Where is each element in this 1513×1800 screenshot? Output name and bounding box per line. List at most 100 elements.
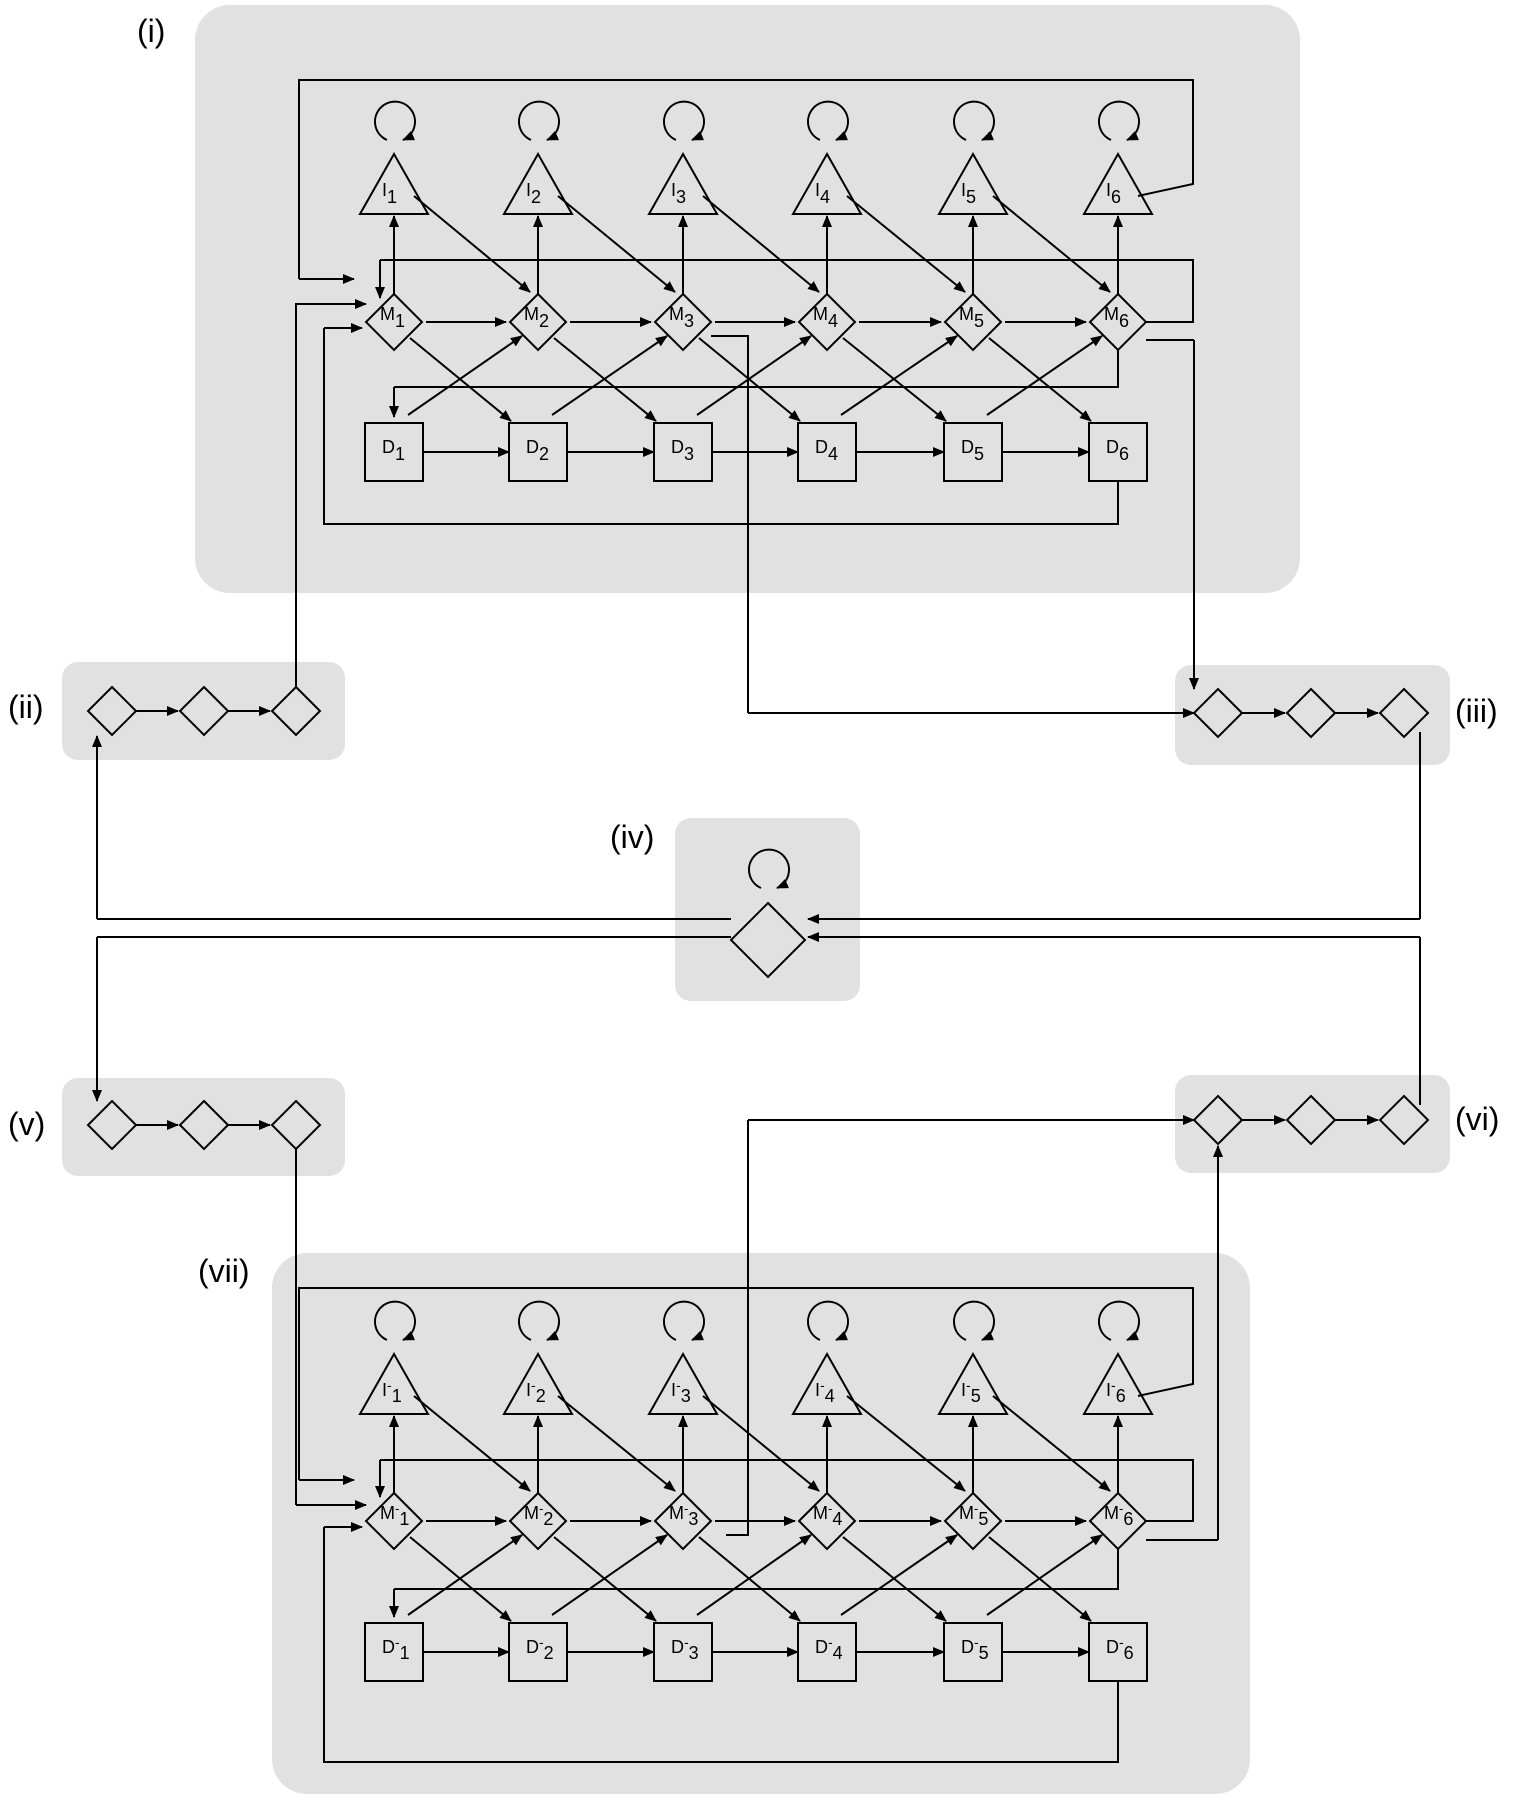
panel-label-iii: (iii) (1455, 693, 1498, 729)
bottom-edge-d-to-m-1 (407, 1534, 523, 1616)
bottom-delete-state-6 (1088, 1622, 1148, 1682)
top-edge-d-to-m-4 (840, 335, 958, 416)
panel-label-v: (v) (8, 1106, 45, 1142)
bottom-insert-self-loop-6 (1098, 1300, 1140, 1341)
bottom-delete-state-2 (508, 1622, 568, 1682)
top-delete-state-4 (797, 422, 857, 482)
top-insert-self-loop-6 (1098, 100, 1140, 141)
top-edge-m6-to-m1-line (380, 259, 1194, 323)
bottom-delete-state-3 (653, 1622, 713, 1682)
top-delete-label-2: D2 (526, 437, 549, 464)
top-edge-d-to-m-1 (407, 335, 523, 416)
bottom-delete-label-6: D-6 (1106, 1634, 1134, 1663)
panel-label-vii: (vii) (198, 1253, 250, 1289)
top-edge-i-to-m-3 (702, 195, 820, 293)
bottom-insert-label-5: I-5 (961, 1377, 981, 1406)
chain-vi-diamond-1 (1192, 1094, 1244, 1146)
top-insert-state-3 (647, 151, 719, 215)
bottom-insert-self-loop-5 (953, 1300, 995, 1341)
bottom-match-state-1 (364, 1491, 424, 1551)
top-delete-state-5 (943, 422, 1003, 482)
top-insert-self-loop-5 (953, 100, 995, 141)
bottom-match-label-3: M-3 (669, 1501, 698, 1529)
top-edge-m6-to-d1-line (394, 350, 1119, 388)
top-match-label-3: M3 (669, 304, 694, 331)
bottom-match-state-4 (797, 1491, 857, 1551)
panel-label-vi: (vi) (1455, 1101, 1499, 1137)
edge-m3-to-iii-line (711, 335, 749, 713)
bottom-insert-state-1 (358, 1351, 430, 1415)
top-insert-label-1: I1 (382, 180, 397, 207)
top-insert-label-6: I6 (1106, 180, 1121, 207)
bottom-edge-d-to-m-5 (986, 1534, 1103, 1616)
top-insert-self-loop-2 (518, 100, 560, 141)
bottom-match-label-6: M-6 (1104, 1501, 1133, 1529)
bottom-delete-label-4: D-4 (815, 1634, 843, 1663)
top-delete-state-3 (653, 422, 713, 482)
top-insert-label-4: I4 (815, 180, 830, 207)
chain-iii-diamond-2 (1285, 687, 1337, 739)
bottom-insert-self-loop-4 (807, 1300, 849, 1341)
edge-m3-to-vi-line (726, 1120, 749, 1536)
top-match-state-4 (797, 292, 857, 352)
top-delete-label-3: D3 (671, 437, 694, 464)
panel-iii (1175, 665, 1450, 765)
panel-vii (272, 1253, 1250, 1794)
chain-iii-diamond-1 (1192, 687, 1244, 739)
panel-vi (1175, 1075, 1450, 1173)
bottom-delete-state-5 (943, 1622, 1003, 1682)
panel-iv (675, 818, 860, 1001)
top-insert-state-6 (1082, 151, 1154, 215)
bottom-edge-i6-return-line (298, 1287, 1194, 1480)
top-match-state-5 (943, 292, 1003, 352)
central-state (729, 901, 807, 979)
bottom-match-state-3 (653, 1491, 713, 1551)
top-insert-label-5: I5 (961, 180, 976, 207)
chain-vi-diamond-3 (1378, 1094, 1430, 1146)
chain-v-diamond-3 (270, 1099, 322, 1151)
bottom-delete-state-4 (797, 1622, 857, 1682)
top-match-state-6 (1088, 292, 1148, 352)
top-edge-i6-return-line (298, 79, 1194, 279)
bottom-match-state-5 (943, 1491, 1003, 1551)
bottom-edge-d-to-m-4 (840, 1534, 958, 1616)
bottom-insert-label-4: I-4 (815, 1377, 835, 1406)
bottom-edge-i-to-m-4 (846, 1395, 966, 1492)
top-delete-state-6 (1088, 422, 1148, 482)
bottom-match-label-5: M-5 (959, 1501, 988, 1529)
top-edge-i-to-m-5 (992, 195, 1111, 293)
bottom-insert-label-1: I-1 (382, 1377, 402, 1406)
top-match-label-2: M2 (524, 304, 549, 331)
top-match-label-5: M5 (959, 304, 984, 331)
panel-label-ii: (ii) (8, 689, 44, 725)
edge-ii-to-top-line (295, 303, 340, 687)
bottom-insert-state-2 (502, 1351, 574, 1415)
top-edge-d-to-m-5 (986, 335, 1103, 416)
top-insert-state-1 (358, 151, 430, 215)
bottom-insert-state-5 (937, 1351, 1009, 1415)
chain-ii-diamond-1 (86, 685, 138, 737)
bottom-edge-d6-to-m1-line (323, 1527, 1119, 1763)
bottom-edge-i-to-m-1 (413, 1395, 531, 1492)
bottom-edge-d-to-m-2 (551, 1534, 668, 1616)
bottom-match-label-4: M-4 (813, 1501, 842, 1529)
panel-label-i: (i) (137, 13, 165, 49)
bottom-insert-self-loop-3 (663, 1300, 705, 1341)
panel-v (62, 1078, 345, 1176)
bottom-match-label-2: M-2 (524, 1501, 553, 1529)
top-insert-state-5 (937, 151, 1009, 215)
central-self-loop (748, 848, 790, 889)
top-edge-i-to-m-2 (557, 195, 676, 293)
top-match-state-1 (364, 292, 424, 352)
bottom-insert-self-loop-1 (374, 1300, 416, 1341)
top-insert-self-loop-3 (663, 100, 705, 141)
bottom-insert-label-3: I-3 (671, 1377, 691, 1406)
top-edge-d-to-m-3 (696, 335, 812, 416)
top-edge-i-to-m-1 (413, 195, 531, 293)
bottom-delete-label-1: D-1 (382, 1634, 410, 1663)
top-delete-state-1 (364, 422, 424, 482)
top-match-state-2 (508, 292, 568, 352)
bottom-delete-state-1 (364, 1622, 424, 1682)
